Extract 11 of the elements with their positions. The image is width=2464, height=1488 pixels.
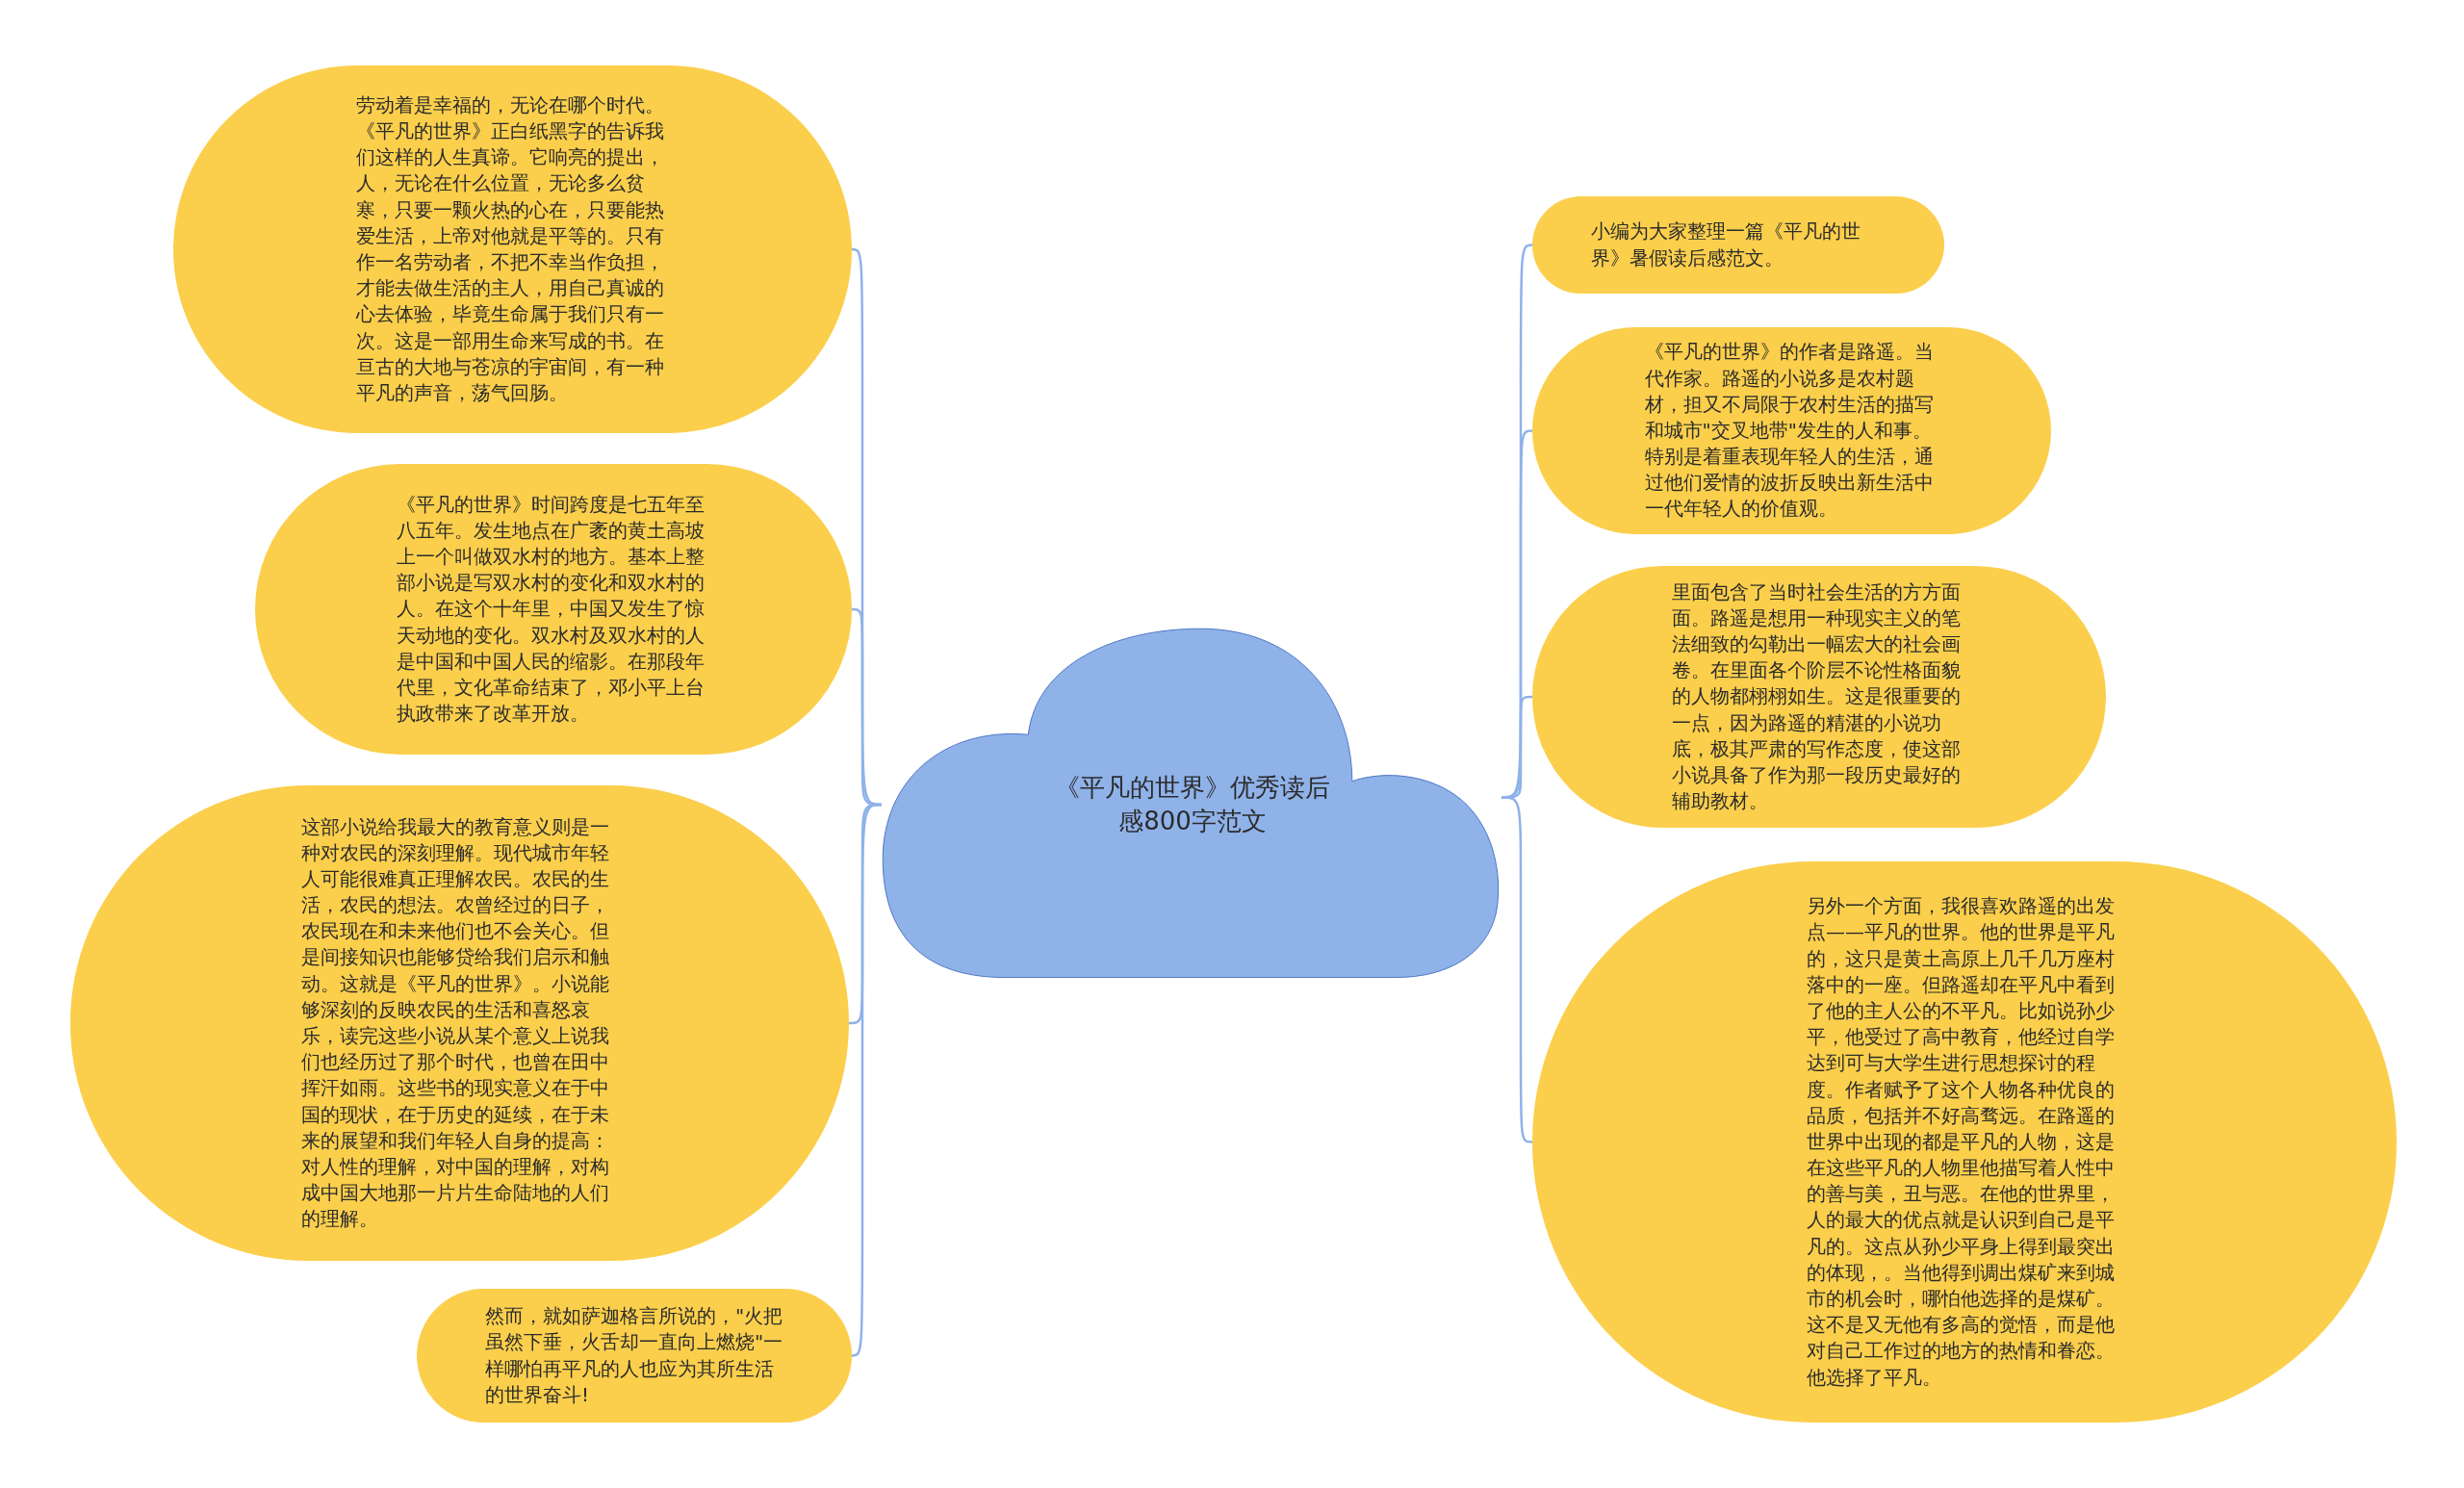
paragraph-text: 《平凡的世界》时间跨度是七五年至八五年。发生地点在广袤的黄土高坡上一个叫做双水村的地方。基本上整部小说是写双水村的变化和双水村的人。在这个十年里，中国又发生了惊天动地的变化。双水村及双水村的人是中国和中国人民的缩影。在那段年代里，文化革命结束了，邓小平上台执政带来了改革开放。: [397, 491, 706, 728]
connector-line: [1502, 796, 1533, 1143]
paragraph-text: 另外一个方面，我很喜欢路遥的出发点——平凡的世界。他的世界是平凡的，这只是黄土高原上几千几万座村落中的一座。但路遥却在平凡中看到了他的主人公的不平凡。比如说孙少平，他受过了高中教育，他经过自学达到可与大学生进行思想探讨的程度。作者赋予了这个人物各种优良的品质，包括并不好高骛远。在路遥的世界中出现的都是平凡的人物，这是在这些平凡的人物里他描写着人性中的善与美，丑与恶。在他的世界里，人的最大的优点就是认识到自己是平凡的。这点从孙少平身上得到最突出的体现，。当他得到调出煤矿来到城市的机会时，哪怕他选择的是煤矿。这不是又无他有多高的觉悟，而是他对自己工作过的地方的热情和眷恋。他选择了平凡。: [1807, 893, 2116, 1391]
connector-line: [851, 803, 883, 1357]
topic-title: 《平凡的世界》优秀读后感800字范文: [1054, 771, 1331, 837]
paragraph-text: 这部小说给我最大的教育意义则是一种对农民的深刻理解。现代城市年轻人可能很难真正理解农民。农民的生活，农民的想法。农曾经过的日子，农民现在和未来他们也不会关心。但是间接知识也能够贷给我们启示和触动。这就是《平凡的世界》。小说能够深刻的反映农民的生活和喜怒哀乐，读完这些小说从某个意义上说我们也经历过了那个时代，也曾在田中挥汗如雨。这些书的现实意义在于中国的现状，在于历史的延续，在于未来的展望和我们年轻人自身的提高：对人性的理解，对中国的理解，对构成中国大地那一片片生命陆地的人们的理解。: [300, 813, 610, 1233]
paragraph-text: 《平凡的世界》的作者是路遥。当代作家。路遥的小说多是农村题材，担又不局限于农村生活的描写和城市"交叉地带"发生的人和事。特别是着重表现年轻人的生活，通过他们爱情的波折反映出新生活中一代年轻人的价值观。: [1644, 339, 1935, 523]
paragraph-text: 然而，就如萨迦格言所说的，"火把虽然下垂，火舌却一直向上燃烧"一样哪怕再平凡的人也应为其所生活的世界奋斗!: [485, 1303, 783, 1408]
paragraph-text: 小编为大家整理一篇《平凡的世界》暑假读后感范文。: [1591, 218, 1861, 271]
paragraph-text: 劳动着是幸福的，无论在哪个时代。《平凡的世界》正白纸黑字的告诉我们这样的人生真谛。它响亮的提出，人，无论在什么位置，无论多么贫寒，只要一颗火热的心在，只要能热爱生活，上帝对他就是平等的。只有作一名劳动者，不把不幸当作负担，才能去做生活的主人，用自己真诚的心去体验，毕竟生命属于我们只有一次。这是一部用生命来写成的书。在亘古的大地与苍凉的宇宙间，有一种平凡的声音，荡气回肠。: [355, 91, 665, 406]
paragraph-text: 里面包含了当时社会生活的方方面面。路遥是想用一种现实主义的笔法细致的勾勒出一幅宏大的社会画卷。在里面各个阶层不论性格面貌的人物都栩栩如生。这是很重要的一点，因为路遥的精湛的小说功底，极其严肃的写作态度，使这部小说具备了作为那一段历史最好的辅助教材。: [1672, 578, 1962, 815]
